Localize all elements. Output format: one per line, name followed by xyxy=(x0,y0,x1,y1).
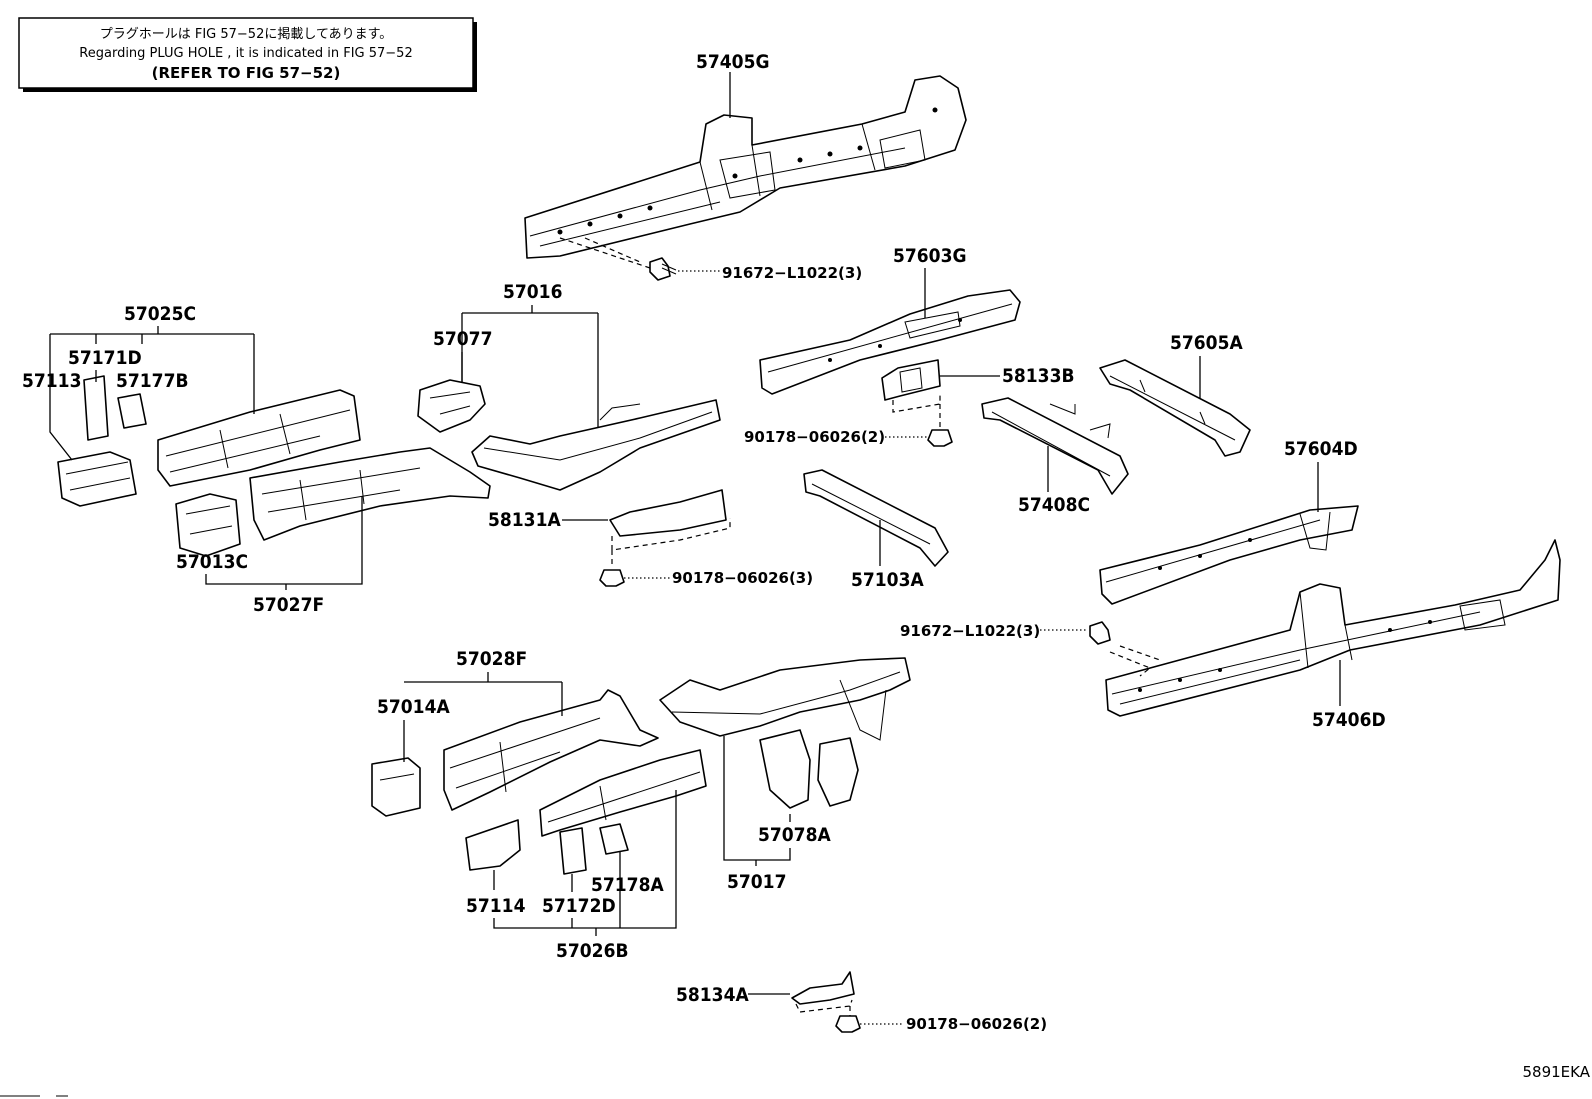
part-label-58131A: 58131A xyxy=(488,509,561,531)
part-label-57027F: 57027F xyxy=(253,594,324,616)
part-label-57016: 57016 xyxy=(503,281,562,303)
plug-icon xyxy=(927,429,953,447)
plug-58131A-label: 90178−06026(3) xyxy=(672,569,813,587)
part-57028F-drawing xyxy=(371,689,659,817)
bolt-icon xyxy=(649,257,677,281)
part-57017-drawing xyxy=(659,657,911,809)
part-label-57405G: 57405G xyxy=(696,51,770,73)
part-label-57077: 57077 xyxy=(433,328,492,350)
part-57604D-drawing xyxy=(1099,505,1359,605)
note-line-jp: プラグホールは FIG 57−52に掲載してあります。 xyxy=(100,26,393,42)
part-57405G-drawing xyxy=(524,75,967,271)
part-label-57014A: 57014A xyxy=(377,696,450,718)
part-label-58133B: 58133B xyxy=(1002,365,1075,387)
part-label-57177B: 57177B xyxy=(116,370,189,392)
part-58131A-drawing xyxy=(609,489,731,568)
part-58134A-drawing xyxy=(791,971,855,1016)
part-label-57408C: 57408C xyxy=(1018,494,1090,516)
plug-58133B-label: 90178−06026(2) xyxy=(744,428,885,446)
plug-icon xyxy=(599,569,625,587)
part-label-57172D: 57172D xyxy=(542,895,616,917)
part-57103A-drawing xyxy=(803,469,949,567)
bolt-right-label: 91672−L1022(3) xyxy=(900,622,1040,640)
part-57026B-drawing xyxy=(465,749,707,875)
part-label-57078A: 57078A xyxy=(758,824,831,846)
catalog-code: 5891EKA xyxy=(1523,1063,1591,1081)
part-label-57103A: 57103A xyxy=(851,569,924,591)
part-label-57026B: 57026B xyxy=(556,940,629,962)
part-label-57017: 57017 xyxy=(727,871,786,893)
bolt-top-label: 91672−L1022(3) xyxy=(722,264,862,282)
note-box: プラグホールは FIG 57−52に掲載してあります。 Regarding PL… xyxy=(18,17,477,92)
part-label-57406D: 57406D xyxy=(1312,709,1386,731)
part-label-57113: 57113 xyxy=(22,370,81,392)
part-58133B-drawing xyxy=(881,359,941,428)
bolt-icon xyxy=(1089,621,1111,645)
part-label-57171D: 57171D xyxy=(68,347,142,369)
plug-icon xyxy=(835,1015,861,1033)
part-57406D-drawing xyxy=(1105,539,1561,717)
part-label-57114: 57114 xyxy=(466,895,526,917)
plug-58134A-label: 90178−06026(2) xyxy=(906,1015,1047,1033)
part-57408C-drawing xyxy=(981,397,1129,495)
note-line-refer: (REFER TO FIG 57−52) xyxy=(152,64,341,82)
part-label-57178A: 57178A xyxy=(591,874,664,896)
note-line-en: Regarding PLUG HOLE , it is indicated in… xyxy=(79,46,412,61)
part-label-57025C: 57025C xyxy=(124,303,196,325)
part-57025C-drawing xyxy=(57,375,361,507)
part-label-58134A: 58134A xyxy=(676,984,749,1006)
part-label-57603G: 57603G xyxy=(893,245,967,267)
part-label-57604D: 57604D xyxy=(1284,438,1358,460)
part-label-57605A: 57605A xyxy=(1170,332,1243,354)
part-57016-drawing xyxy=(417,379,721,491)
part-label-57028F: 57028F xyxy=(456,648,527,670)
part-57027F-drawing xyxy=(175,447,491,557)
part-57603G-drawing xyxy=(759,289,1021,395)
part-label-57013C: 57013C xyxy=(176,551,248,573)
part-57605A-drawing xyxy=(1099,359,1251,457)
